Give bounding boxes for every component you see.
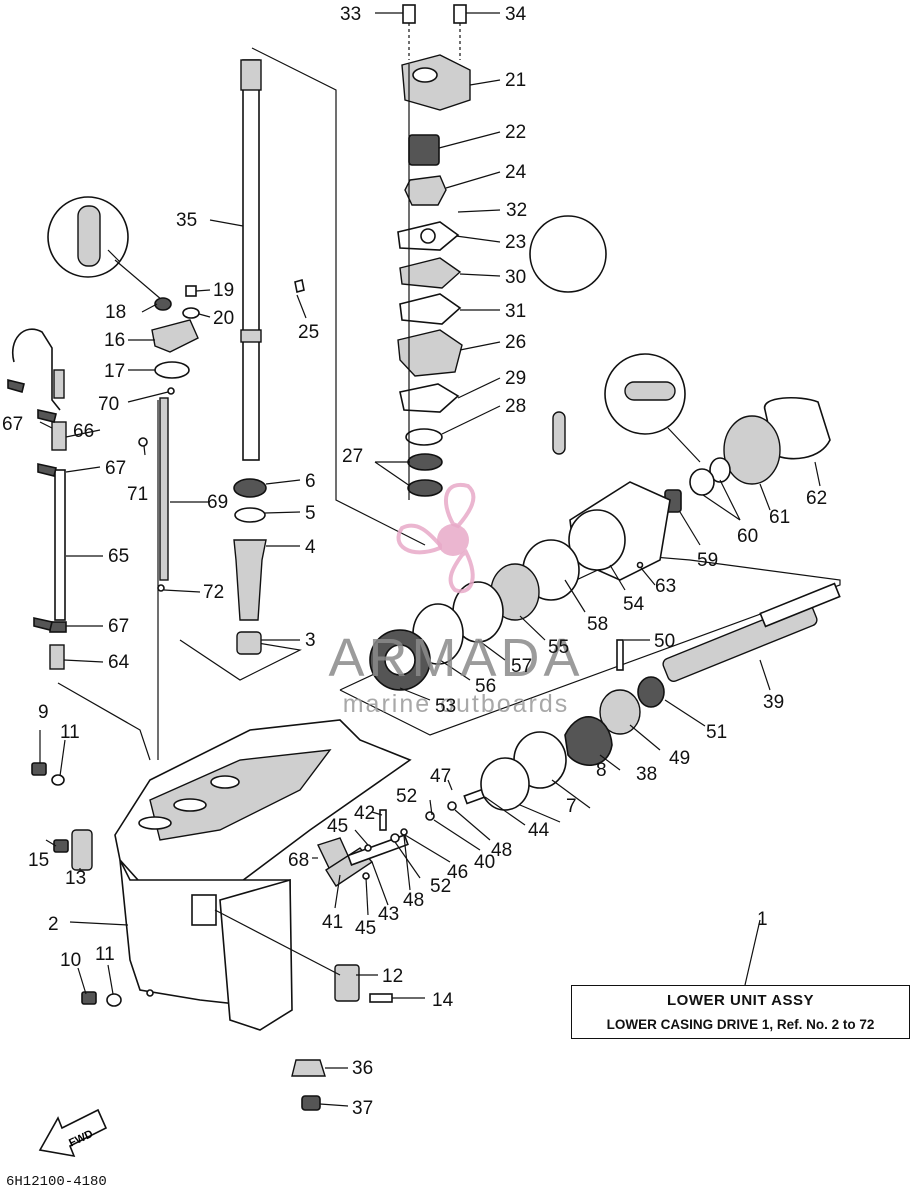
callout-45: 45 [355,918,376,939]
callout-44: 44 [528,820,550,841]
lower-casing [114,719,412,1031]
callout-25: 25 [298,322,319,343]
callout-35: 35 [176,210,197,231]
callout-64: 64 [108,652,130,673]
document-code: 6H12100-4180 [6,1174,107,1190]
callout-38: 38 [636,764,657,785]
callout-27: 27 [342,446,363,467]
callout-46: 46 [447,862,468,883]
callout-67: 67 [108,616,129,637]
callout-70: 70 [98,394,119,415]
callout-7: 7 [566,796,577,817]
callout-24: 24 [505,162,527,183]
shift-plunger-group [317,787,489,887]
callout-22: 22 [505,122,526,143]
callout-28: 28 [505,396,526,417]
callout-66: 66 [73,421,94,442]
brand-watermark: ARMADA marine outboards [328,482,583,718]
callout-6: 6 [305,471,316,492]
drive-shaft-group [233,59,305,655]
callout-23: 23 [505,232,526,253]
callout-51: 51 [706,722,727,743]
callout-61: 61 [769,507,790,528]
callout-48: 48 [403,890,424,911]
callout-58: 58 [587,614,608,635]
callout-48: 48 [491,840,512,861]
callout-3: 3 [305,630,316,651]
callout-12: 12 [382,966,403,987]
assembly-subtitle: LOWER CASING DRIVE 1, Ref. No. 2 to 72 [606,1017,875,1032]
callout-59: 59 [697,550,718,571]
callout-60: 60 [737,526,758,547]
callout-18: 18 [105,302,126,323]
callout-52: 52 [396,786,417,807]
callout-leaders [39,12,821,1107]
callout-16: 16 [104,330,125,351]
propeller-shaft-group [369,215,841,811]
callout-31: 31 [505,301,526,322]
callout-62: 62 [806,488,827,509]
callout-54: 54 [623,594,645,615]
callout-72: 72 [203,582,224,603]
callout-2: 2 [48,914,59,935]
callout-45: 45 [327,816,348,837]
callout-36: 36 [352,1058,373,1079]
callout-63: 63 [655,576,676,597]
assembly-label-box: LOWER UNIT ASSY LOWER CASING DRIVE 1, Re… [571,985,910,1039]
callout-52: 52 [430,876,451,897]
fasteners-left [31,762,393,1111]
callout-67: 67 [105,458,126,479]
callout-11: 11 [60,722,80,743]
callout-4: 4 [305,537,316,558]
callout-32: 32 [506,200,527,221]
callout-29: 29 [505,368,526,389]
callout-10: 10 [60,950,81,971]
watermark-tagline: marine outboards [343,690,570,718]
callout-15: 15 [28,850,49,871]
callout-5: 5 [305,503,316,524]
callout-55: 55 [548,637,569,658]
watermark-brand: ARMADA [328,628,583,688]
callout-17: 17 [104,361,125,382]
callout-69: 69 [207,492,228,513]
callout-68: 68 [288,850,309,871]
callout-19: 19 [213,280,234,301]
callout-9: 9 [38,702,49,723]
callout-43: 43 [378,904,399,925]
callout-42: 42 [354,803,375,824]
shift-rod-group [7,196,200,670]
callout-37: 37 [352,1098,373,1119]
callout-33: 33 [340,4,361,25]
callout-21: 21 [505,70,526,91]
callout-13: 13 [65,868,86,889]
callout-56: 56 [475,676,496,697]
callout-26: 26 [505,332,526,353]
callout-65: 65 [108,546,129,567]
callout-11: 11 [95,944,115,965]
callout-30: 30 [505,267,526,288]
callout-20: 20 [213,308,234,329]
callout-41: 41 [322,912,343,933]
assembly-title: LOWER UNIT ASSY [667,992,814,1009]
callout-50: 50 [654,631,675,652]
callout-53: 53 [435,696,456,717]
callout-67: 67 [2,414,23,435]
callout-14: 14 [432,990,454,1011]
callout-71: 71 [127,484,148,505]
callout-40: 40 [474,852,495,873]
callout-57: 57 [511,656,532,677]
callout-49: 49 [669,748,690,769]
callout-8: 8 [596,760,607,781]
callout-34: 34 [505,4,527,25]
callout-47: 47 [430,766,451,787]
water-pump-stack [397,4,471,500]
callout-39: 39 [763,692,784,713]
fwd-arrow-marker: FWD [38,1108,108,1158]
